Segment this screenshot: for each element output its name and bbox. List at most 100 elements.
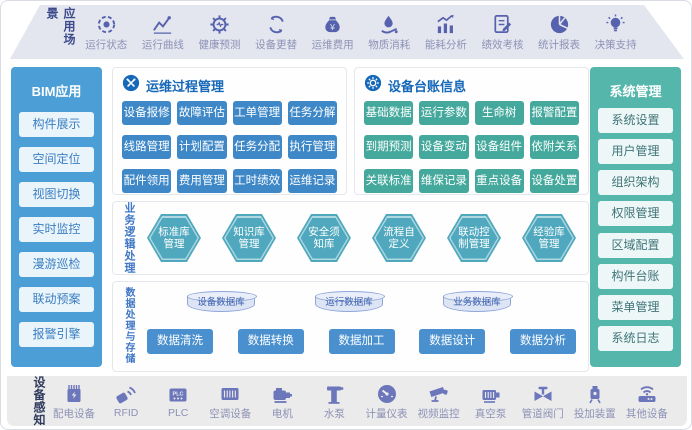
scenario-stats-report[interactable]: 统计报表 [531,13,588,52]
device-replace-icon [265,13,288,36]
device-vacuum-pump[interactable]: 真空泵 [465,382,517,421]
device-dosing[interactable]: 投加装置 [569,382,621,421]
device-other[interactable]: 其他设备 [621,382,673,421]
ledger-card-header: 设备台账信息 [364,74,579,97]
power-distribution-icon [62,382,86,406]
bim-button-alarm-engine[interactable]: 报警引擎 [19,322,94,347]
device-motor[interactable]: 电机 [256,382,308,421]
scenario-run-curve[interactable]: 运行曲线 [135,13,192,52]
device-air-conditioner[interactable]: 空调设备 [204,382,256,421]
scenario-run-status[interactable]: 运行状态 [78,13,135,52]
ops-button[interactable]: 费用管理 [177,169,227,193]
hexagon-experience-library[interactable]: 经验库管理 [522,214,576,262]
svg-text:¥: ¥ [329,21,335,31]
decision-support-icon [604,13,627,36]
data-button-transform[interactable]: 数据转换 [237,329,304,354]
ops-button[interactable]: 任务分配 [232,135,282,159]
hexagon-process-customization[interactable]: 流程自定义 [372,214,426,262]
svg-text:PLC: PLC [173,392,184,398]
ops-button[interactable]: 运维记录 [287,169,337,193]
cctv-icon [427,382,451,406]
ops-button[interactable]: 配件领用 [122,169,172,193]
ledger-button[interactable]: 设备变动 [419,135,469,159]
tools-icon [122,74,140,97]
ops-button[interactable]: 设备报修 [122,101,172,125]
scenario-decision-support[interactable]: 决策支持 [587,13,644,52]
scenario-label: 物质消耗 [368,38,411,51]
sys-button-permission-management[interactable]: 权限管理 [598,201,673,227]
sys-button-system-settings[interactable]: 系统设置 [598,108,673,134]
scenario-performance-appraisal[interactable]: 绩效考核 [474,13,531,52]
device-perception-bar: 设备感知 配电设备 RFID PLC PLC 空调设备 电机 [7,376,687,426]
bim-button-component-display[interactable]: 构件展示 [19,112,94,137]
bim-panel-buttons: 构件展示 空间定位 视图切换 实时监控 漫游巡检 联动预案 报警引擎 [19,102,94,357]
sys-button-system-log[interactable]: 系统日志 [598,325,673,351]
gear-icon [364,74,382,97]
sys-button-user-management[interactable]: 用户管理 [598,139,673,165]
ledger-button[interactable]: 重点设备 [474,169,524,193]
ledger-button[interactable]: 关联标准 [364,169,414,193]
device-rfid[interactable]: RFID [100,382,152,421]
water-pump-icon [322,382,346,406]
device-water-pump[interactable]: 水泵 [308,382,360,421]
sys-button-org-structure[interactable]: 组织架构 [598,170,673,196]
stats-report-icon [548,13,571,36]
hexagon-knowledge-library[interactable]: 知识库管理 [222,214,276,262]
sys-button-component-ledger[interactable]: 构件台账 [598,263,673,289]
bim-button-view-switch[interactable]: 视图切换 [19,182,94,207]
bim-button-linkage-plan[interactable]: 联动预案 [19,287,94,312]
data-button-design[interactable]: 数据设计 [419,329,486,354]
plc-icon: PLC [166,383,190,407]
device-items: 配电设备 RFID PLC PLC 空调设备 电机 水泵 [48,382,673,421]
device-cctv[interactable]: 视频监控 [413,382,465,421]
ledger-button[interactable]: 维保记录 [419,169,469,193]
ops-button[interactable]: 执行管理 [287,135,337,159]
ledger-button[interactable]: 设备组件 [474,135,524,159]
top-bar-label: 应用场景 [45,7,76,46]
data-button-analysis[interactable]: 数据分析 [510,329,576,354]
sys-button-region-config[interactable]: 区域配置 [598,232,673,258]
hexagon-safety-notice-library[interactable]: 安全须知库 [297,214,351,262]
scenario-material-consume[interactable]: 物质消耗 [361,13,418,52]
bim-button-roaming-inspection[interactable]: 漫游巡检 [19,252,94,277]
device-valve[interactable]: 管道阀门 [517,382,569,421]
ops-button[interactable]: 线路管理 [122,135,172,159]
material-consume-icon [378,13,401,36]
hexagon-standard-library[interactable]: 标准库管理 [147,214,201,262]
hexagon-linkage-control[interactable]: 联动控制管理 [447,214,501,262]
data-button-cleaning[interactable]: 数据清洗 [147,329,213,354]
bim-application-panel: BIM应用 构件展示 空间定位 视图切换 实时监控 漫游巡检 联动预案 报警引擎 [11,67,102,367]
scenario-device-replace[interactable]: 设备更替 [248,13,305,52]
ops-button[interactable]: 计划配置 [177,135,227,159]
data-button-processing[interactable]: 数据加工 [328,329,395,354]
ops-button[interactable]: 工单管理 [232,101,282,125]
ops-button[interactable]: 任务分解 [287,101,337,125]
ledger-button[interactable]: 设备处置 [529,169,579,193]
ledger-button[interactable]: 基础数据 [364,101,414,125]
logic-section-label: 业务逻辑处理 [123,202,135,274]
ledger-button[interactable]: 生命树 [474,101,524,125]
run-curve-icon [151,13,174,36]
bim-button-spatial-locating[interactable]: 空间定位 [19,147,94,172]
ops-button[interactable]: 故障评估 [177,101,227,125]
sys-panel-title: 系统管理 [609,84,662,99]
device-plc[interactable]: PLC PLC [152,382,204,421]
device-label: 电机 [271,407,293,420]
ledger-card-title: 设备台账信息 [388,78,467,94]
ledger-button[interactable]: 到期预测 [364,135,414,159]
device-label: 视频监控 [417,407,460,420]
hexagon-row: 标准库管理 知识库管理 安全须知库 流程自定义 联动控制管理 [147,214,576,262]
ops-button[interactable]: 工时绩效 [232,169,282,193]
device-power-distribution[interactable]: 配电设备 [48,382,100,421]
ledger-button[interactable]: 运行参数 [419,101,469,125]
ops-card-header: 运维过程管理 [122,74,337,97]
bim-button-realtime-monitor[interactable]: 实时监控 [19,217,94,242]
scenario-health-predict[interactable]: 健康预测 [191,13,248,52]
sys-button-menu-management[interactable]: 菜单管理 [598,294,673,320]
ledger-button[interactable]: 依附关系 [529,135,579,159]
scenario-ops-cost[interactable]: ¥ 运维费用 [304,13,361,52]
ledger-button[interactable]: 报警配置 [529,101,579,125]
device-meter[interactable]: 计量仪表 [360,382,412,421]
scenario-energy-analysis[interactable]: 能耗分析 [418,13,475,52]
device-label: 其他设备 [625,407,668,420]
